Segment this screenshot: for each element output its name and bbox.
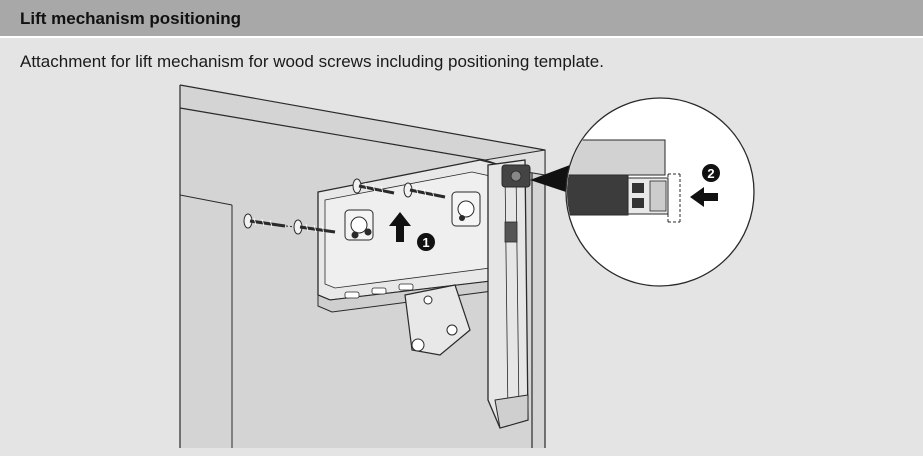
- screw-2: [293, 219, 336, 235]
- wood-screws: [243, 178, 446, 235]
- push-left-arrow: [690, 187, 718, 207]
- step-2-badge: 2: [702, 164, 720, 182]
- step-2-number: 2: [707, 166, 714, 181]
- description-text: Attachment for lift mechanism for wood s…: [20, 52, 604, 71]
- lift-arm: [404, 284, 471, 356]
- lift-body: [487, 159, 531, 429]
- step-1-number: 1: [422, 235, 429, 250]
- section-header: Lift mechanism positioning: [0, 0, 923, 38]
- screw-3: [352, 178, 395, 195]
- screw-1: [243, 213, 297, 229]
- screw-4: [403, 182, 446, 199]
- zoom-callout: 2: [530, 97, 755, 287]
- step-1-badge: 1: [417, 233, 435, 251]
- section-title: Lift mechanism positioning: [20, 9, 242, 28]
- push-up-arrow: [389, 212, 411, 242]
